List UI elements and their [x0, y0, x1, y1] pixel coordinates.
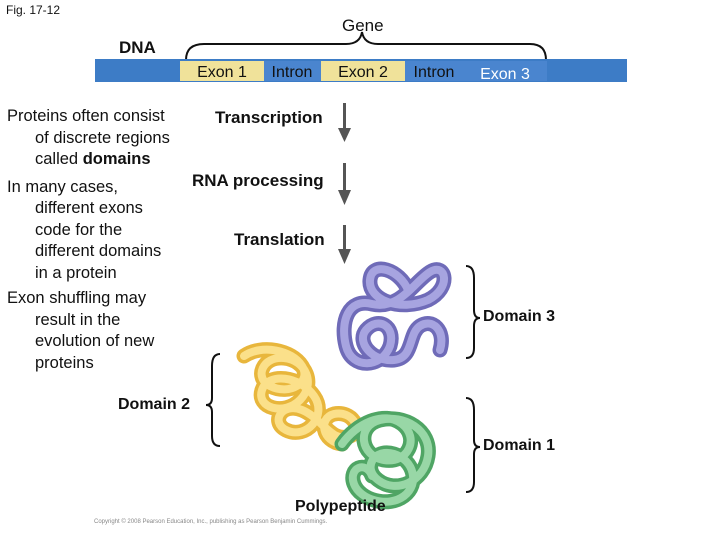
domain-1-bracket	[465, 397, 481, 493]
bullet-3-line-3: evolution of new	[35, 332, 155, 350]
segment-label-intron-2: Intron	[414, 64, 455, 81]
segment-label-intron-1: Intron	[272, 64, 313, 81]
exon-3-block	[463, 61, 547, 81]
step-translation: Translation	[234, 230, 325, 249]
gene-label: Gene	[342, 16, 384, 35]
bullet-2-line-1: In many cases,	[7, 177, 118, 196]
bullet-3-line-1: Exon shuffling may	[7, 289, 147, 307]
domain-3-ribbon	[336, 261, 452, 371]
exon-1-block	[180, 61, 264, 81]
segment-label-exon-2: Exon 2	[338, 64, 388, 81]
bullet-3-line-2: result in the	[35, 310, 121, 329]
bullet-1-line-2: of discrete regions	[35, 128, 170, 147]
arrow-transcription	[338, 103, 351, 142]
dna-label: DNA	[119, 38, 156, 57]
domain-2-bracket	[205, 353, 221, 447]
arrow-rna-processing	[338, 163, 351, 205]
arrow-translation	[338, 225, 351, 264]
domain-1-ribbon	[334, 411, 436, 510]
domain-1-label: Domain 1	[483, 437, 556, 454]
exon-2-block	[321, 61, 405, 81]
bullet-1-line-3-text: called	[35, 150, 83, 168]
bullet-text-block: Proteins often consist of discrete regio…	[7, 106, 207, 374]
segment-label-exon-3: Exon 3	[480, 66, 530, 83]
bullet-2-line-5: in a protein	[35, 263, 117, 282]
step-rna-processing: RNA processing	[192, 171, 324, 190]
polypeptide-label: Polypeptide	[295, 498, 386, 515]
intron-2-block	[405, 61, 463, 81]
bullet-1-line-3: called domains	[7, 149, 207, 171]
copyright-notice: Copyright © 2008 Pearson Education, Inc.…	[94, 519, 328, 525]
segment-label-exon-1: Exon 1	[197, 64, 247, 81]
domain-3-bracket	[465, 265, 481, 359]
domains-term: domains	[82, 150, 151, 168]
step-transcription: Transcription	[215, 108, 323, 127]
bullet-2-line-4: different domains	[35, 242, 162, 260]
gene-brace	[185, 31, 547, 61]
bullet-3-line-4: proteins	[35, 353, 94, 372]
figure-number: Fig. 17-12	[6, 3, 61, 17]
bullet-2-line-3: code for the	[35, 220, 123, 239]
bullet-1-line-1: Proteins often consist	[7, 107, 165, 125]
bullet-2-line-2: different exons	[35, 199, 143, 217]
intron-1-block	[264, 61, 321, 81]
domain-2-label: Domain 2	[118, 396, 191, 413]
domain-3-label: Domain 3	[483, 308, 556, 325]
domain-2-ribbon	[236, 342, 364, 452]
